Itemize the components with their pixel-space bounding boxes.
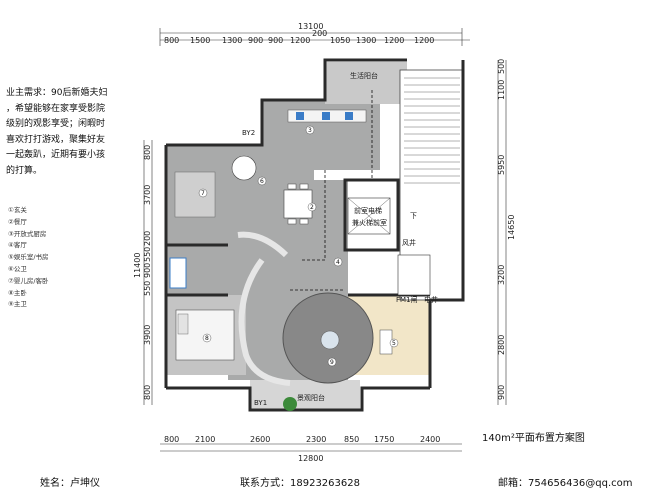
round-table-kitchen: [231, 155, 257, 181]
legend-item: ②餐厅: [8, 217, 27, 226]
svg-text:4: 4: [336, 259, 340, 266]
svg-text:5: 5: [392, 340, 396, 347]
legend-item: ③开放式厨房: [8, 229, 47, 238]
top-dimension-label: 1200: [414, 36, 434, 45]
top-dimension-label: 1200: [290, 36, 310, 45]
service-balcony-label: 生活阳台: [350, 71, 378, 80]
svg-text:7: 7: [201, 190, 205, 197]
bottom-dimension-label: 2400: [420, 435, 440, 444]
requirement-line: 级别的观影享受；闲暇时: [6, 119, 106, 129]
svg-text:9: 9: [330, 359, 334, 366]
left-total-dimension: 11400: [133, 253, 142, 278]
kitchen-counter: [287, 109, 367, 123]
legend-item: ⑦婴儿房/客卧: [8, 276, 49, 285]
right-dimension-label: 500: [497, 59, 506, 74]
right-total-dimension: 14650: [507, 215, 516, 240]
wind-label: 风井: [402, 238, 416, 247]
top-dimension-line: [159, 28, 470, 46]
right-dimension-label: 2800: [497, 335, 506, 355]
top-mid-dimension: 200: [312, 29, 327, 38]
top-dimension-label: 1500: [190, 36, 210, 45]
theater-table: [320, 330, 340, 350]
top-dimension-label: 1050: [330, 36, 350, 45]
elevator-label-1: 前室电梯: [354, 206, 382, 215]
left-dimension-label: 900: [143, 263, 152, 278]
right-dimension-line: [497, 60, 507, 405]
potted-plant: [283, 397, 297, 411]
bathtub: [169, 257, 187, 289]
svg-text:3: 3: [308, 127, 312, 134]
room-numbers: 4 2 3 5 6 7 8 9: [198, 125, 399, 367]
elevator-core: [347, 197, 391, 235]
view-balcony-label: 景观阳台: [297, 393, 325, 402]
legend-item: ⑤娱乐室/书房: [8, 253, 49, 262]
email-info: 邮箱：754656436@qq.com: [498, 478, 633, 489]
left-dimension-label: 550: [143, 281, 152, 296]
right-dimension-label: 5950: [497, 155, 506, 175]
left-dimension-label: 3700: [143, 185, 152, 205]
circulation-arrows: [290, 90, 373, 291]
bottom-dimension-label: 2100: [195, 435, 215, 444]
legend-item: ⑨主卫: [8, 300, 27, 309]
top-total-dimension: 13100: [298, 22, 323, 31]
top-dimension-segments: 800 1500 1300 900 900 1200 1050 1300 1200 1200: [164, 36, 434, 45]
left-dimension-label: 550: [143, 247, 152, 262]
down-label: 下: [410, 212, 417, 220]
bottom-dimension-line: [160, 443, 462, 452]
requirement-line: ，希望能够在家享受影院: [6, 103, 106, 114]
top-dimension-label: 900: [268, 36, 283, 45]
elevator-label-2: 兼火梯前室: [352, 218, 387, 227]
left-dimension-label: 800: [143, 145, 152, 160]
designer-name: 姓名：卢坤仪: [40, 478, 100, 489]
stairs: [404, 77, 460, 184]
requirement-line: 业主需求：90后新婚夫妇: [6, 88, 108, 98]
top-dimension-label: 1200: [384, 36, 404, 45]
dining-table: [283, 183, 313, 225]
top-dimension-label: 1300: [222, 36, 242, 45]
top-dimension-label: 800: [164, 36, 179, 45]
room-legend: ①玄关 ②餐厅 ③开放式厨房 ④客厅 ⑤娱乐室/书房 ⑥公卫 ⑦婴儿房/客卧 ⑧…: [8, 205, 49, 311]
curved-partition-2: [237, 231, 289, 258]
requirement-line: 的打算。: [6, 165, 43, 176]
baby-room-bed: [174, 171, 216, 218]
master-bed-pillow: [177, 313, 189, 335]
left-dimension-line: [143, 140, 153, 405]
top-dimension-label: 900: [248, 36, 263, 45]
by2-label: BY2: [242, 129, 255, 137]
svg-text:6: 6: [260, 178, 264, 185]
contact-info: 联系方式：18923263628: [240, 478, 360, 489]
legend-item: ①玄关: [8, 206, 27, 214]
bottom-dimension-label: 850: [344, 435, 359, 444]
right-dimension-label: 1100: [497, 80, 506, 100]
elec-room: [397, 254, 431, 296]
requirement-line: 喜欢打打游戏，聚集好友: [6, 134, 106, 145]
plan-title: 140m²平面布置方案图: [482, 433, 585, 444]
bottom-dimension-label: 1750: [374, 435, 394, 444]
legend-item: ⑧主卧: [8, 288, 27, 297]
left-dimension-label: 800: [143, 385, 152, 400]
bottom-dimension-segments: 800 2100 2600 2300 850 1750 2400: [164, 435, 440, 444]
bottom-dimension-label: 2600: [250, 435, 270, 444]
requirement-line: 一起轰趴，近期有要小孩: [6, 150, 106, 160]
right-dimension-label: 900: [497, 385, 506, 400]
curved-partition: [238, 258, 291, 386]
legend-item: ⑥公卫: [8, 264, 27, 273]
bottom-dimension-label: 2300: [306, 435, 326, 444]
right-dimension-segments: 500 1100 5950 3200 2800 900: [497, 59, 506, 400]
owner-requirements: 业主需求：90后新婚夫妇 ，希望能够在家享受影院 级别的观影享受；闲暇时 喜欢打…: [6, 86, 156, 179]
bottom-total-dimension: 12800: [298, 454, 323, 463]
svg-text:8: 8: [205, 335, 209, 342]
right-dimension-label: 3200: [497, 265, 506, 285]
bottom-dimension-label: 800: [164, 435, 179, 444]
left-dimension-label: 200: [143, 231, 152, 246]
svg-text:2: 2: [310, 204, 314, 211]
fm-label: FM1闸: [396, 296, 418, 304]
left-dimension-label: 3900: [143, 325, 152, 345]
elec-label: 电井: [424, 295, 438, 304]
top-dimension-label: 1300: [356, 36, 376, 45]
legend-item: ④客厅: [8, 241, 27, 250]
by1-label: BY1: [254, 399, 267, 407]
